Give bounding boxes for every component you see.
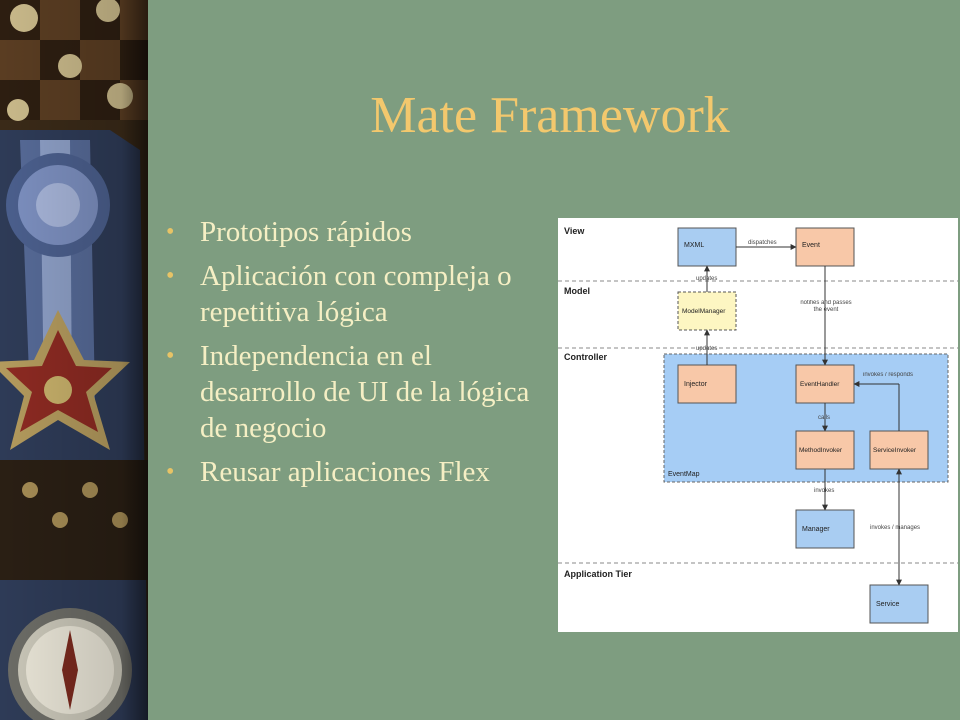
box-mxml-label: MXML — [684, 242, 704, 249]
bullet-text: Aplicación con compleja o repetitiva lóg… — [200, 260, 512, 328]
layer-label-application-tier: Application Tier — [564, 569, 632, 579]
box-model-manager-label: ModelManager — [682, 308, 726, 315]
edge-label-updates: updates — [696, 276, 717, 282]
box-event: Event — [795, 227, 855, 267]
edge-label-dispatches: dispatches — [748, 240, 777, 246]
box-service: Service — [869, 584, 929, 624]
box-service-invoker: ServiceInvoker — [869, 430, 929, 470]
box-method-invoker-label: MethodInvoker — [799, 447, 843, 454]
layer-label-controller: Controller — [564, 352, 607, 362]
bullet-item: • Reusar aplicaciones Flex — [166, 454, 546, 490]
box-method-invoker: MethodInvoker — [795, 430, 855, 470]
bullet-text: Prototipos rápidos — [200, 216, 412, 248]
edge-label-notifies-text: notifies and passes the event — [800, 300, 852, 313]
layer-label-model: Model — [564, 286, 590, 296]
event-map-label: EventMap — [668, 471, 700, 478]
box-model-manager: ModelManager — [677, 291, 737, 331]
layer-label-view: View — [564, 226, 585, 236]
bullet-icon: • — [166, 219, 175, 245]
box-service-invoker-label: ServiceInvoker — [873, 447, 917, 454]
box-manager: Manager — [795, 509, 855, 549]
box-event-handler: EventHandler — [795, 364, 855, 404]
bullet-item: • Independencia en el desarrollo de UI de… — [166, 338, 546, 446]
box-event-handler-label: EventHandler — [800, 381, 840, 388]
bullet-text: Reusar aplicaciones Flex — [200, 456, 490, 488]
edge-label-calls: calls — [818, 415, 830, 421]
edge-label-invokes: invokes — [814, 488, 834, 494]
edge-label-updates: updates — [696, 346, 717, 352]
edge-label-notifies: notifies and passes the event — [800, 300, 852, 313]
decorative-side-photo — [0, 0, 148, 720]
edge-label-invokes-manages: invokes / manages — [870, 525, 920, 531]
bullet-item: • Aplicación con compleja o repetitiva ló… — [166, 258, 546, 330]
edge-label-invokes-responds-text: invokes / responds — [862, 372, 914, 378]
box-injector: Injector — [677, 364, 737, 404]
bullet-text: Independencia en el desarrollo de UI de … — [200, 340, 530, 444]
box-manager-label: Manager — [802, 526, 830, 533]
edge-label-invokes-responds: invokes / responds — [862, 372, 914, 378]
box-service-label: Service — [876, 601, 899, 608]
slide-title: Mate Framework — [370, 87, 730, 144]
box-event-label: Event — [802, 242, 820, 249]
box-mxml: MXML — [677, 227, 737, 267]
bullet-list: • Prototipos rápidos • Aplicación con comp… — [166, 214, 546, 498]
bullet-icon: • — [166, 343, 175, 369]
bullet-item: • Prototipos rápidos — [166, 214, 546, 250]
bullet-icon: • — [166, 459, 175, 485]
box-injector-label: Injector — [684, 381, 708, 388]
mate-architecture-diagram: View Model Controller Application Tier E… — [558, 218, 958, 632]
bullet-icon: • — [166, 263, 175, 289]
